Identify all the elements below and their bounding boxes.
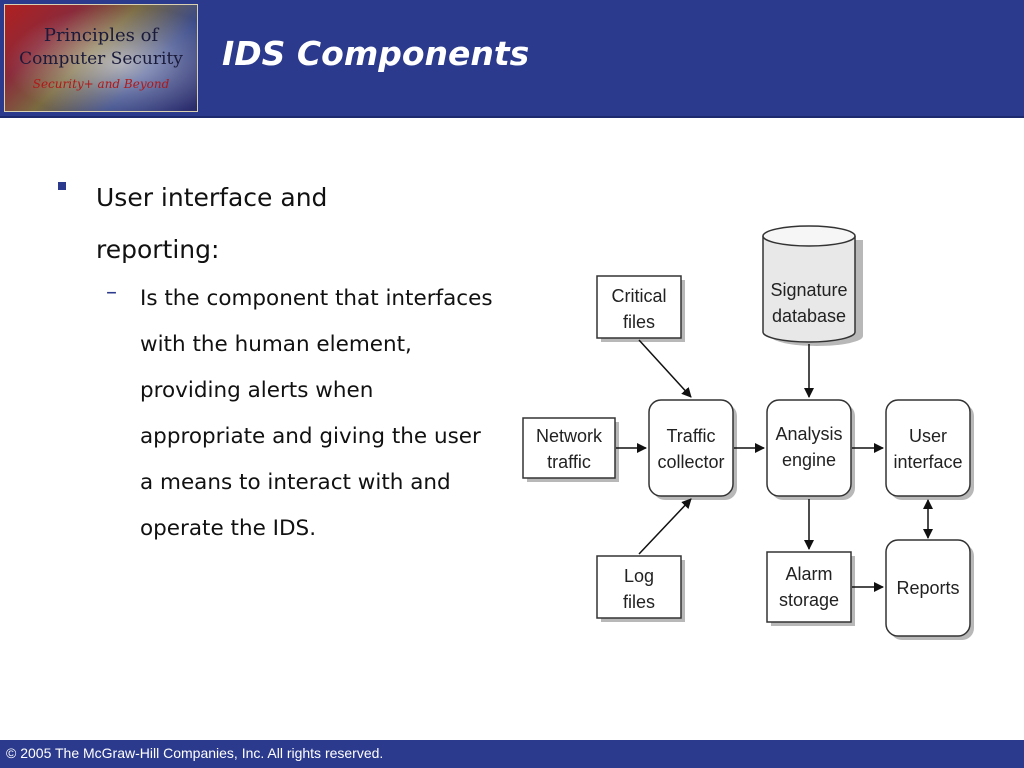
footer-bar: © 2005 The McGraw-Hill Companies, Inc. A…	[0, 740, 1024, 768]
ids-diagram: Signature database Critical files Networ…	[522, 225, 974, 640]
user-interface-node: User interface	[885, 399, 974, 500]
critical-files-label-2: files	[623, 312, 655, 332]
reports-node: Reports	[885, 539, 974, 640]
critical-files-label-1: Critical	[611, 286, 666, 306]
dash-bullet-icon: –	[106, 280, 117, 305]
book-logo: Principles of Computer Security Security…	[4, 4, 198, 112]
arrow-log-to-collector	[638, 498, 692, 555]
signature-database-node: Signature database	[762, 225, 863, 346]
logo-highlight	[5, 5, 197, 111]
user-interface-label-2: interface	[893, 452, 962, 472]
bullet-sub: Is the component that interfaces with th…	[140, 286, 493, 541]
square-bullet-icon	[58, 182, 66, 190]
alarm-storage-label-1: Alarm	[785, 564, 832, 584]
log-files-label-2: files	[623, 592, 655, 612]
network-traffic-label-1: Network	[536, 426, 603, 446]
critical-files-node: Critical files	[596, 275, 685, 342]
log-files-label-1: Log	[624, 566, 654, 586]
traffic-collector-node: Traffic collector	[648, 399, 737, 500]
signature-database-label-1: Signature	[770, 280, 847, 300]
signature-database-label-2: database	[772, 306, 846, 326]
user-interface-label-1: User	[909, 426, 947, 446]
header-bar: Principles of Computer Security Security…	[0, 0, 1024, 118]
network-traffic-label-2: traffic	[547, 452, 591, 472]
logo-line3: Security+ and Beyond	[32, 77, 170, 91]
alarm-storage-node: Alarm storage	[766, 551, 855, 626]
analysis-engine-label-1: Analysis	[775, 424, 842, 444]
traffic-collector-label-1: Traffic	[666, 426, 715, 446]
logo-line1: Principles of	[43, 25, 159, 46]
arrow-critical-to-collector	[638, 339, 692, 398]
analysis-engine-node: Analysis engine	[766, 399, 855, 500]
slide-title: IDS Components	[222, 34, 530, 73]
reports-label: Reports	[896, 578, 959, 598]
alarm-storage-label-2: storage	[779, 590, 839, 610]
copyright-text: © 2005 The McGraw-Hill Companies, Inc. A…	[6, 745, 384, 761]
logo-line2: Computer Security	[19, 49, 183, 69]
analysis-engine-label-2: engine	[782, 450, 836, 470]
bullet-main: User interface and reporting:	[96, 183, 328, 264]
log-files-node: Log files	[596, 555, 685, 622]
traffic-collector-label-2: collector	[657, 452, 724, 472]
network-traffic-node: Network traffic	[522, 417, 619, 482]
